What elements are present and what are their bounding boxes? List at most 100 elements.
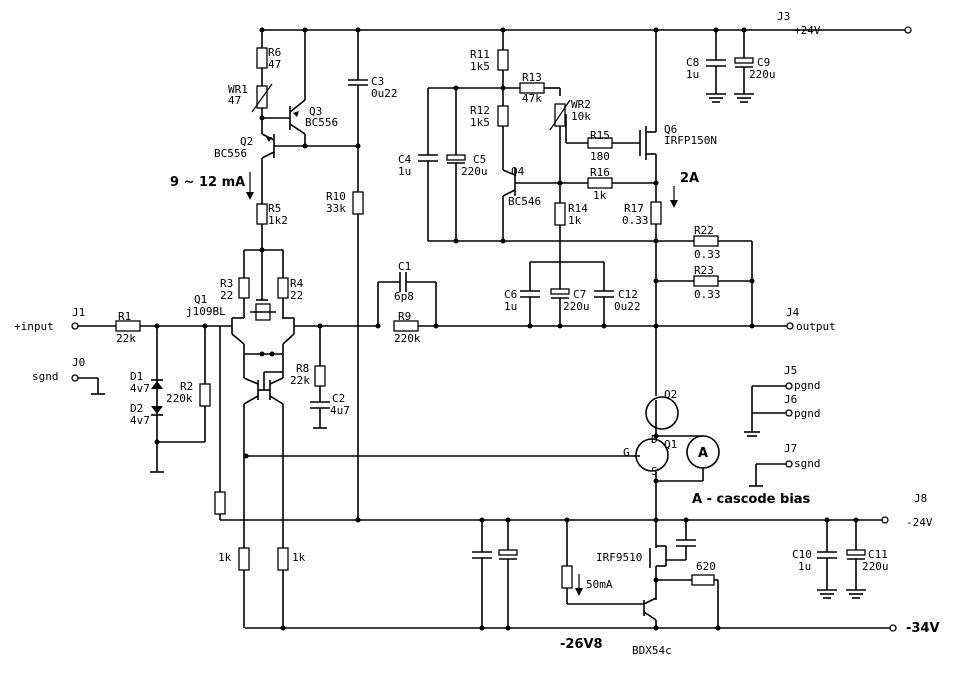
label-minus-34v: -34V	[906, 621, 940, 636]
labels: J3 +24V R6 47 WR1 47 Q3 BC556 Q2 BC556 C…	[14, 10, 940, 657]
rail-minus-24v	[220, 516, 889, 524]
label-r3: R3	[220, 277, 233, 290]
label-c6: C6	[504, 288, 517, 301]
rail-minus-34v	[245, 624, 897, 632]
label-c1: C1	[398, 260, 411, 273]
label-c11: C11	[868, 548, 888, 561]
label-j6: J6	[784, 393, 797, 406]
label-r11-value: 1k5	[470, 60, 490, 73]
label-q2-value: BC556	[214, 147, 247, 160]
resistor-r10	[352, 191, 364, 520]
label-c6-value: 1u	[504, 300, 517, 313]
label-c2-value: 4u7	[330, 404, 350, 417]
label-r17-value: 0.33	[622, 214, 649, 227]
label-c8-value: 1u	[686, 68, 699, 81]
label-c5: C5	[473, 153, 486, 166]
label-r14: R14	[568, 202, 588, 215]
decoupling-c8-c9	[706, 30, 754, 103]
label-r23-value: 0.33	[694, 288, 721, 301]
label-d1: D1	[130, 370, 143, 383]
label-q6: Q6	[664, 123, 677, 136]
label-r23: R23	[694, 264, 714, 277]
label-c9-value: 220u	[749, 68, 776, 81]
trimmer-wr1	[251, 83, 290, 121]
label-c2: C2	[332, 392, 345, 405]
label-wr1-value: 47	[228, 94, 241, 107]
label-c12: C12	[618, 288, 638, 301]
emitter-resistors	[656, 235, 755, 326]
label-c10: C10	[792, 548, 812, 561]
label-wr2: WR2	[571, 98, 591, 111]
resistor-pair-1k	[238, 547, 289, 628]
label-plus-24v: +24V	[794, 24, 821, 37]
label-sgnd-j7: sgnd	[794, 457, 821, 470]
label-r11: R11	[470, 48, 490, 61]
label-r13: R13	[522, 71, 542, 84]
label-r8: R8	[296, 362, 309, 375]
label-c11-value: 220u	[862, 560, 889, 573]
label-input: +input	[14, 320, 54, 333]
power-grounds-j5-j7	[744, 382, 793, 487]
label-q4-value: BC546	[508, 195, 541, 208]
label-r10: R10	[326, 190, 346, 203]
label-minus-26v8: -26V8	[560, 637, 603, 652]
label-q1-value: j109BL	[186, 305, 226, 318]
transistor-q3	[289, 30, 306, 146]
decoupling-c10-c11	[817, 520, 866, 599]
label-r5: R5	[268, 202, 281, 215]
label-r1-value: 22k	[116, 332, 136, 345]
resistor-r5	[256, 203, 268, 250]
label-j4: J4	[786, 306, 800, 319]
label-r9-value: 220k	[394, 332, 421, 345]
label-r1: R1	[118, 310, 131, 323]
label-r2-value: 220k	[166, 392, 193, 405]
label-50ma: 50mA	[586, 578, 613, 591]
label-pgnd-j5: pgnd	[794, 379, 821, 392]
label-r12-value: 1k5	[470, 116, 490, 129]
label-minus-24v: -24V	[906, 516, 933, 529]
label-r10-value: 33k	[326, 202, 346, 215]
label-r14-value: 1k	[568, 214, 582, 227]
label-pin-g: G	[623, 446, 630, 459]
label-q2-cascode: Q2	[664, 388, 677, 401]
label-c9: C9	[757, 56, 770, 69]
label-q3: Q3	[309, 105, 322, 118]
label-q3-value: BC556	[305, 116, 338, 129]
label-r16-value: 1k	[593, 189, 607, 202]
label-d2: D2	[130, 402, 143, 415]
label-j0: J0	[72, 356, 85, 369]
label-r16: R16	[590, 166, 610, 179]
current-arrows	[246, 172, 678, 596]
label-sgnd-j0: sgnd	[32, 370, 59, 383]
label-r2: R2	[180, 380, 193, 393]
label-c3-value: 0u22	[371, 87, 398, 100]
label-r17: R17	[624, 202, 644, 215]
label-r8-value: 22k	[290, 374, 310, 387]
jfet-pair-q1	[231, 247, 378, 378]
label-r12: R12	[470, 104, 490, 117]
label-q4: Q4	[511, 165, 525, 178]
label-r22: R22	[694, 224, 714, 237]
label-pgnd-j6: pgnd	[794, 407, 821, 420]
label-c4: C4	[398, 153, 412, 166]
r8-c2-network	[310, 326, 330, 429]
label-d2-value: 4v7	[130, 414, 150, 427]
label-r4-value: 22	[290, 289, 303, 302]
resistor-r6	[256, 30, 268, 86]
label-j7: J7	[784, 442, 797, 455]
label-output-current: 2A	[680, 171, 699, 186]
label-r13-value: 47k	[522, 92, 542, 105]
label-r22-value: 0.33	[694, 248, 721, 261]
label-c5-value: 220u	[461, 165, 488, 178]
label-ammeter: A	[698, 446, 708, 461]
label-q1: Q1	[194, 293, 207, 306]
label-irf9510: IRF9510	[596, 551, 642, 564]
label-d1-value: 4v7	[130, 382, 150, 395]
label-r5-value: 1k2	[268, 214, 288, 227]
label-r9: R9	[398, 310, 411, 323]
label-r6: R6	[268, 46, 281, 59]
label-r15: R15	[590, 129, 610, 142]
label-j1: J1	[72, 306, 85, 319]
label-r15-value: 180	[590, 150, 610, 163]
